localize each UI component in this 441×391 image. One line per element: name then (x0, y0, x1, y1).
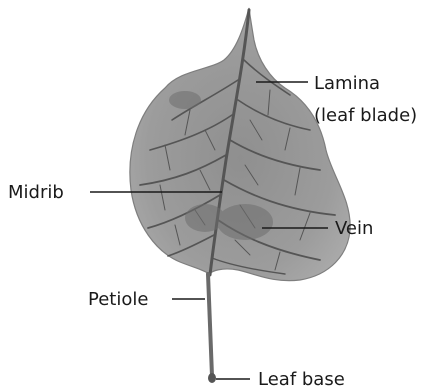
midrib-label: Midrib (8, 182, 64, 203)
petiole-label: Petiole (88, 289, 148, 310)
vein-label: Vein (335, 218, 373, 239)
leaf-base-tip (208, 373, 216, 383)
lamina-label: Lamina (314, 73, 380, 94)
lamina-label-sub: (leaf blade) (314, 105, 417, 126)
leaf-base-label: Leaf base (258, 369, 345, 390)
petiole (208, 274, 212, 376)
